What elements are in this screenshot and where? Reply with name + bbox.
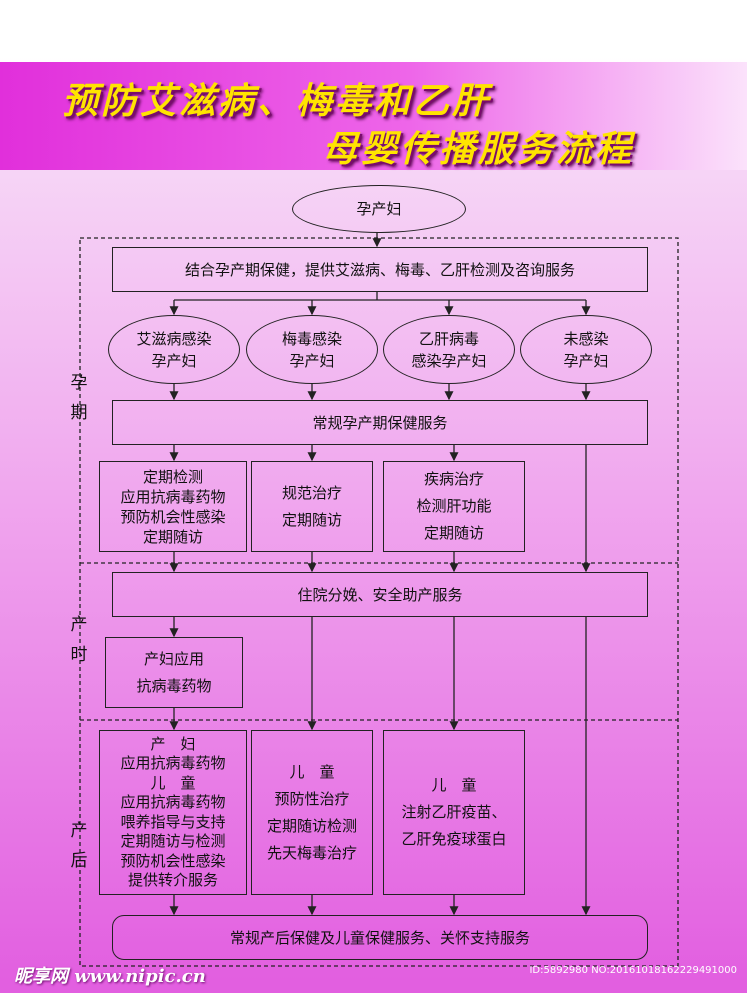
title-band (0, 62, 747, 170)
service-line: 定期随访检测 (266, 816, 357, 835)
service-line: 应用抗病毒药物 (120, 754, 226, 772)
drug-line: 抗病毒药物 (136, 676, 212, 695)
service-line: 定期随访与检测 (120, 832, 226, 850)
service-line: 先天梅毒治疗 (266, 843, 357, 862)
service-line: 儿 童 (150, 773, 196, 792)
group-syphilis: 梅毒感染 孕产妇 (246, 315, 378, 384)
phase-char: 孕 (70, 373, 88, 393)
service-line: 应用抗病毒药物 (120, 793, 226, 811)
group-line: 艾滋病感染 (136, 329, 212, 348)
phase-label-postpartum: 产 后 (68, 816, 90, 876)
service-line: 提供转介服务 (127, 871, 218, 889)
service-line: 注射乙肝疫苗、 (401, 803, 507, 821)
prenatal-service-syphilis: 规范治疗 定期随访 (251, 461, 373, 552)
screening-label: 结合孕产期保健，提供艾滋病、梅毒、乙肝检测及咨询服务 (184, 260, 575, 279)
group-uninfected: 未感染 孕产妇 (520, 315, 652, 384)
service-line: 定期随访 (281, 510, 342, 529)
phase-label-pregnancy: 孕 期 (68, 368, 90, 428)
group-line: 感染孕产妇 (411, 351, 487, 370)
postpartum-service-syphilis: 儿 童 预防性治疗 定期随访检测 先天梅毒治疗 (251, 730, 373, 895)
group-hbv: 乙肝病毒 感染孕产妇 (383, 315, 515, 384)
start-node: 孕产妇 (292, 185, 466, 233)
start-label: 孕产妇 (356, 200, 402, 218)
group-hiv: 艾滋病感染 孕产妇 (108, 315, 240, 384)
phase-char: 期 (70, 403, 88, 423)
service-line: 检测肝功能 (416, 497, 492, 515)
service-line: 儿 童 (431, 776, 477, 794)
group-line: 孕产妇 (289, 351, 335, 370)
service-line: 预防性治疗 (274, 789, 350, 808)
delivery-drug-box: 产妇应用 抗病毒药物 (105, 637, 243, 708)
prenatal-service-hbv: 疾病治疗 检测肝功能 定期随访 (383, 461, 525, 552)
phase-char: 时 (70, 645, 88, 665)
phase-label-delivery: 产 时 (68, 610, 90, 670)
group-line: 孕产妇 (151, 351, 197, 370)
screening-box: 结合孕产期保健，提供艾滋病、梅毒、乙肝检测及咨询服务 (112, 247, 648, 292)
watermark-id: ID:5892980 NO:20161018162229491000 (529, 965, 737, 976)
service-line: 定期检测 (142, 467, 203, 486)
phase-frame (79, 237, 679, 967)
postpartum-service-hbv: 儿 童 注射乙肝疫苗、 乙肝免疫球蛋白 (383, 730, 525, 895)
service-line: 预防机会性感染 (120, 851, 226, 870)
group-line: 孕产妇 (563, 351, 609, 370)
group-line: 未感染 (563, 329, 609, 348)
service-line: 定期随访 (423, 524, 484, 542)
service-line: 疾病治疗 (423, 470, 484, 488)
prenatal-service-hiv: 定期检测 应用抗病毒药物 预防机会性感染 定期随访 (99, 461, 247, 552)
drug-line: 产妇应用 (143, 649, 204, 668)
service-line: 定期随访 (142, 527, 203, 546)
final-label: 常规产后保健及儿童保健服务、关怀支持服务 (229, 928, 530, 947)
final-box: 常规产后保健及儿童保健服务、关怀支持服务 (112, 915, 648, 960)
phase-char: 产 (70, 821, 88, 841)
title-line-1: 预防艾滋病、梅毒和乙肝 (62, 80, 492, 122)
group-line: 梅毒感染 (281, 329, 342, 348)
delivery-service-label: 住院分娩、安全助产服务 (297, 585, 463, 604)
service-line: 喂养指导与支持 (120, 812, 226, 831)
delivery-service-box: 住院分娩、安全助产服务 (112, 572, 648, 617)
service-line: 应用抗病毒药物 (120, 487, 226, 506)
service-line: 规范治疗 (281, 483, 342, 502)
watermark-logo: 昵享网 www.nipic.cn (14, 966, 206, 987)
service-line: 产 妇 (150, 734, 196, 753)
group-line: 乙肝病毒 (418, 329, 479, 348)
routine-prenatal-box: 常规孕产期保健服务 (112, 400, 648, 445)
service-line: 乙肝免疫球蛋白 (401, 830, 507, 848)
postpartum-service-hiv: 产 妇 应用抗病毒药物 儿 童 应用抗病毒药物 喂养指导与支持 定期随访与检测 … (99, 730, 247, 895)
phase-char: 后 (70, 851, 88, 871)
routine-prenatal-label: 常规孕产期保健服务 (312, 413, 448, 432)
phase-char: 产 (70, 615, 88, 635)
service-line: 预防机会性感染 (120, 507, 226, 526)
title-line-2: 母婴传播服务流程 (322, 128, 635, 170)
service-line: 儿 童 (289, 762, 335, 781)
